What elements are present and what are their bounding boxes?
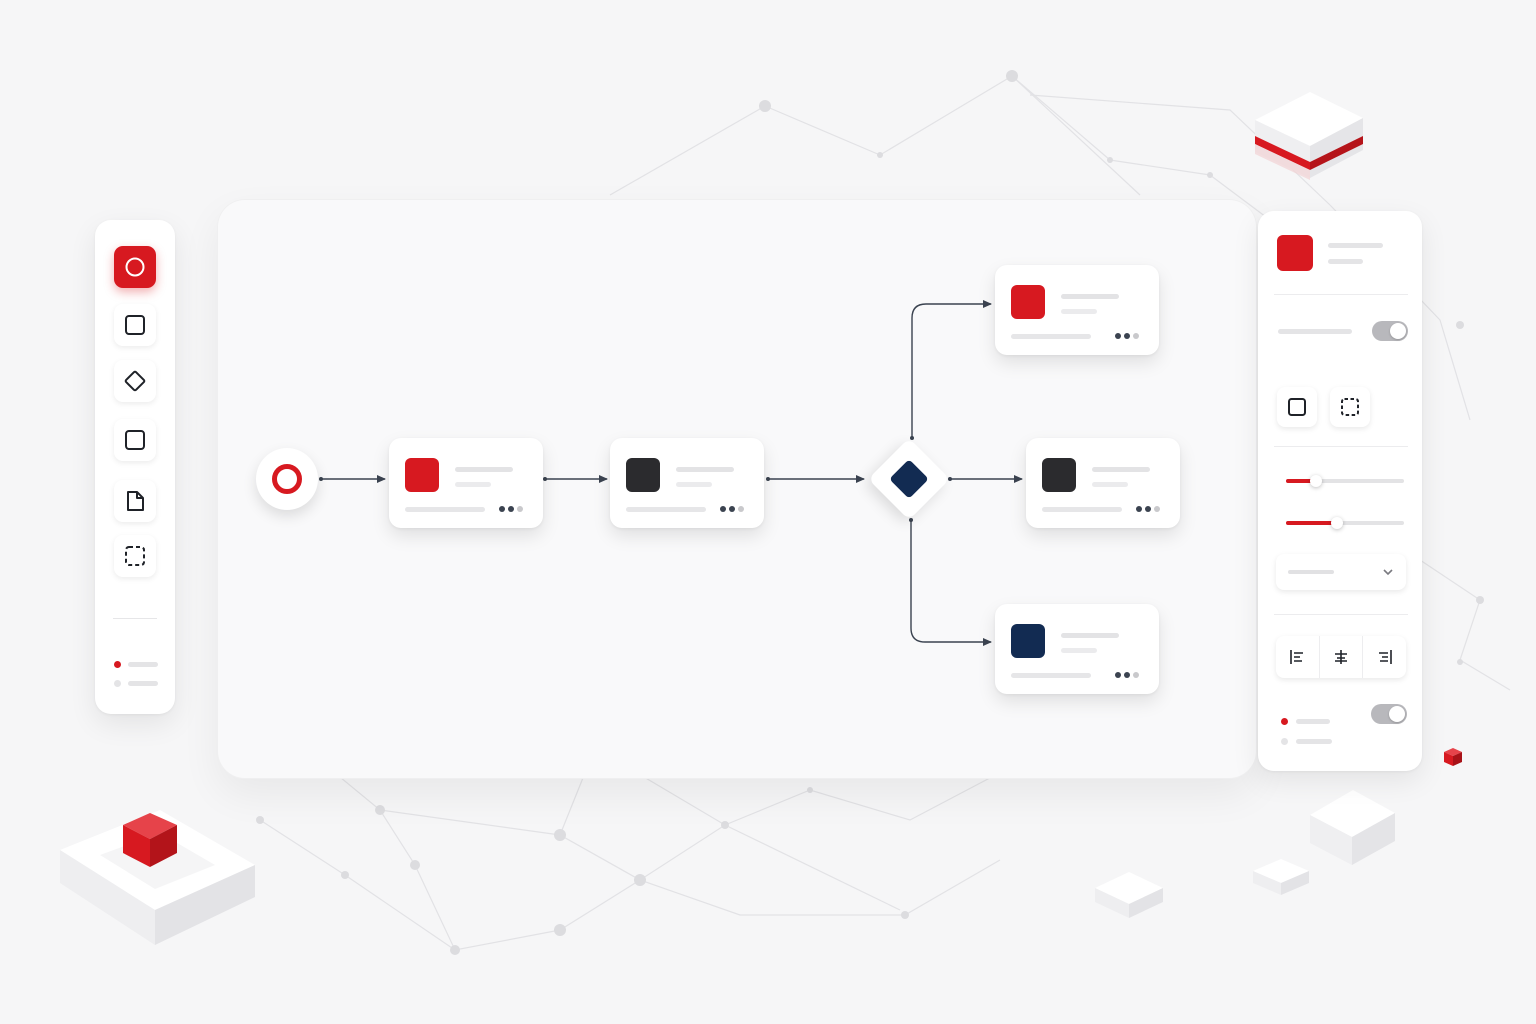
- legend-dot-active: [114, 661, 121, 668]
- slider-1-thumb[interactable]: [1309, 475, 1322, 487]
- toggle-switch-2[interactable]: [1371, 704, 1407, 724]
- legend-line: [1296, 739, 1332, 744]
- diamond-icon: [124, 370, 146, 392]
- toggle-label-placeholder: [1278, 329, 1352, 334]
- align-left-icon: [1290, 650, 1304, 664]
- square-icon: [1288, 398, 1306, 416]
- alignment-button-group: [1276, 636, 1406, 678]
- node-subtitle-placeholder: [1061, 309, 1097, 314]
- align-right-icon: [1378, 650, 1392, 664]
- panel-divider: [1274, 446, 1408, 447]
- legend-dot-active: [1281, 718, 1288, 725]
- align-center-button[interactable]: [1320, 636, 1364, 678]
- panel-divider: [1274, 294, 1408, 295]
- node-title-placeholder: [676, 467, 734, 472]
- slider-2[interactable]: [1286, 517, 1404, 529]
- node-description-placeholder: [1011, 334, 1091, 339]
- document-tool[interactable]: [114, 480, 156, 522]
- property-title-placeholder: [1328, 243, 1383, 248]
- legend-line: [128, 662, 158, 667]
- gateway-diamond: [889, 459, 929, 499]
- shape-toolbar: [95, 220, 175, 714]
- more-options-icon[interactable]: [1115, 672, 1145, 680]
- node-color-swatch: [1042, 458, 1076, 492]
- rounded-square-icon: [125, 315, 145, 335]
- chevron-down-icon: [1383, 569, 1393, 576]
- node-title-placeholder: [1092, 467, 1150, 472]
- node-title-placeholder: [1061, 294, 1119, 299]
- align-center-icon: [1335, 650, 1347, 664]
- decorative-block-bottom-left: [60, 810, 255, 945]
- start-event-node[interactable]: [256, 448, 318, 510]
- group-tool[interactable]: [114, 535, 156, 577]
- decorative-block-bottom-right-1: [1310, 790, 1395, 865]
- task-node-1[interactable]: [389, 438, 543, 528]
- more-options-icon[interactable]: [1115, 333, 1145, 341]
- branch-node-bottom[interactable]: [995, 604, 1159, 694]
- decorative-block-top-right: [1255, 92, 1363, 180]
- dashed-square-icon: [1341, 398, 1359, 416]
- node-subtitle-placeholder: [676, 482, 712, 487]
- shape-solid-button[interactable]: [1277, 387, 1317, 427]
- node-description-placeholder: [405, 507, 485, 512]
- gateway-tool[interactable]: [114, 360, 156, 402]
- shape-dashed-button[interactable]: [1330, 387, 1370, 427]
- slider-1[interactable]: [1286, 475, 1404, 487]
- subprocess-tool[interactable]: [114, 419, 156, 461]
- node-color-swatch: [626, 458, 660, 492]
- align-left-button[interactable]: [1276, 636, 1320, 678]
- property-subtitle-placeholder: [1328, 259, 1363, 264]
- node-color-swatch: [1011, 624, 1045, 658]
- decorative-block-bottom-right-2: [1253, 859, 1309, 895]
- node-description-placeholder: [1042, 507, 1122, 512]
- node-description-placeholder: [1011, 673, 1091, 678]
- slider-1-fill: [1286, 479, 1316, 483]
- legend-dot-inactive: [1281, 738, 1288, 745]
- node-color-swatch: [1011, 285, 1045, 319]
- slider-2-thumb[interactable]: [1330, 517, 1343, 529]
- style-dropdown[interactable]: [1276, 554, 1406, 590]
- properties-panel: [1258, 211, 1422, 771]
- toggle-switch-1[interactable]: [1372, 321, 1408, 341]
- fill-color-swatch[interactable]: [1277, 235, 1313, 271]
- node-description-placeholder: [626, 507, 706, 512]
- task-node-2[interactable]: [610, 438, 764, 528]
- node-subtitle-placeholder: [1061, 648, 1097, 653]
- legend-line: [128, 681, 158, 686]
- node-color-swatch: [405, 458, 439, 492]
- more-options-icon[interactable]: [1136, 506, 1166, 514]
- legend-line: [1296, 719, 1330, 724]
- node-subtitle-placeholder: [1092, 482, 1128, 487]
- more-options-icon[interactable]: [720, 506, 750, 514]
- branch-node-top[interactable]: [995, 265, 1159, 355]
- align-right-button[interactable]: [1363, 636, 1406, 678]
- node-title-placeholder: [1061, 633, 1119, 638]
- node-subtitle-placeholder: [455, 482, 491, 487]
- decorative-block-bottom-center: [1095, 872, 1163, 918]
- dropdown-value-placeholder: [1288, 570, 1334, 574]
- toolbar-divider: [113, 618, 157, 619]
- square-icon: [125, 430, 145, 450]
- start-event-ring: [272, 464, 302, 494]
- decorative-cube-small-red: [1444, 748, 1462, 766]
- start-event-tool[interactable]: [114, 246, 156, 288]
- branch-node-middle[interactable]: [1026, 438, 1180, 528]
- legend-dot-inactive: [114, 680, 121, 687]
- circle-icon: [125, 257, 145, 277]
- node-title-placeholder: [455, 467, 513, 472]
- slider-2-fill: [1286, 521, 1337, 525]
- dashed-square-icon: [125, 546, 145, 566]
- more-options-icon[interactable]: [499, 506, 529, 514]
- document-icon: [127, 491, 144, 511]
- task-tool[interactable]: [114, 304, 156, 346]
- panel-divider: [1274, 614, 1408, 615]
